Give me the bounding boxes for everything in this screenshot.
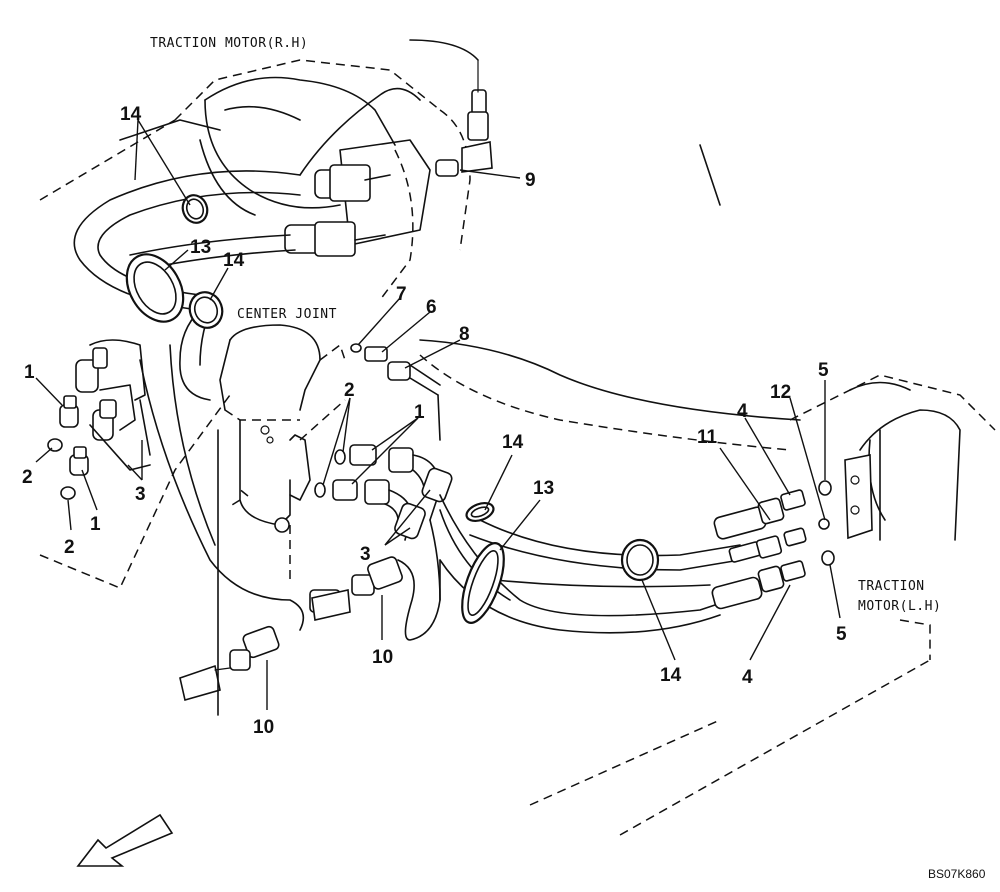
callout-6: 6 (426, 297, 437, 318)
callout-10: 10 (372, 647, 393, 668)
fittings-6-7-8 (350, 343, 441, 441)
callout-8: 8 (459, 324, 470, 345)
lower-hoses (139, 344, 441, 716)
traction-motor-rh-label: TRACTION MOTOR(R.H) (150, 36, 308, 51)
callout-2: 2 (344, 380, 355, 401)
fittings-center (314, 444, 453, 541)
valve-block-rh (284, 87, 421, 257)
traction-motor-lh-label-line1: TRACTION (858, 579, 925, 594)
callout-12: 12 (770, 382, 791, 403)
callout-1: 1 (90, 514, 101, 535)
center-joint-label: CENTER JOINT (237, 307, 337, 322)
seal-rings-lh (461, 501, 660, 624)
callout-1: 1 (24, 362, 35, 383)
callout-4: 4 (742, 667, 753, 688)
center-joint (219, 324, 321, 585)
callout-11: 11 (697, 427, 718, 448)
callout-2: 2 (22, 467, 33, 488)
traction-motor-rh-outline (39, 59, 721, 301)
callout-5: 5 (836, 624, 847, 645)
callout-14: 14 (502, 432, 524, 453)
callout-10: 10 (253, 717, 274, 738)
seal-rings-rh (125, 194, 224, 329)
leader-lines (35, 119, 841, 710)
callout-2: 2 (64, 537, 75, 558)
traction-motor-lh-label-line2: MOTOR(L.H) (858, 599, 941, 614)
callout-3: 3 (360, 544, 371, 565)
callout-13: 13 (533, 478, 554, 499)
traction-motor-lh-outline (419, 339, 996, 836)
drawing-code: BS07K860 (928, 867, 986, 881)
rh-hoses (73, 170, 301, 401)
callout-14: 14 (223, 250, 245, 271)
fittings-lh (711, 480, 835, 610)
callout-9: 9 (525, 170, 536, 191)
callout-1: 1 (414, 402, 425, 423)
callout-3: 3 (135, 484, 146, 505)
callout-5: 5 (818, 360, 829, 381)
callout-13: 13 (190, 237, 211, 258)
elbow-fitting-9 (409, 39, 493, 177)
callout-14: 14 (120, 104, 142, 125)
callout-4: 4 (737, 401, 748, 422)
callout-14: 14 (660, 665, 682, 686)
left-group-box (39, 343, 346, 589)
front-direction-arrow-icon (76, 813, 174, 867)
callout-7: 7 (396, 284, 407, 305)
fittings-left (47, 339, 151, 500)
